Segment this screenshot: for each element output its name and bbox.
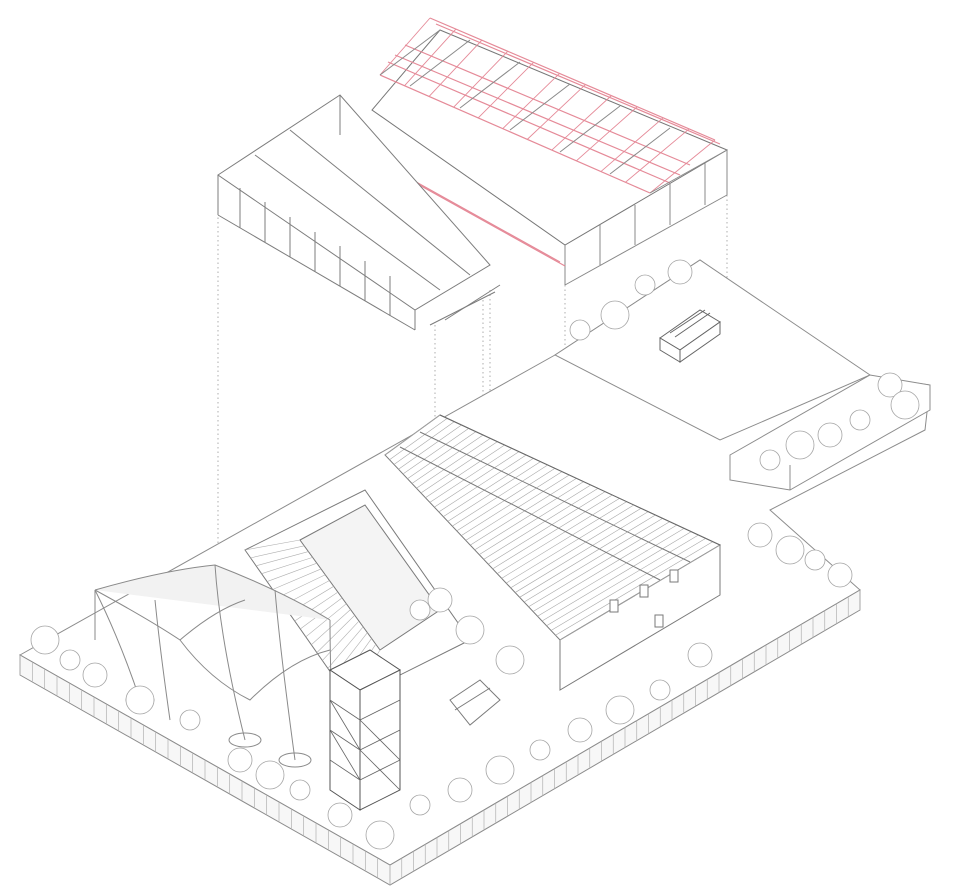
lookout-tower [329,649,401,811]
tree-icon [485,755,515,785]
tree-icon [529,739,551,761]
roof-frame-highlighted [354,17,729,286]
tree-icon [600,300,630,330]
wall-fence-posts [19,590,861,885]
tree-icon [427,587,453,613]
tree-icon [877,372,903,398]
sawtooth-roof-hall [384,414,722,691]
tree-icon [605,695,635,725]
tree-icon [447,777,473,803]
tree-icon [785,430,815,460]
tree-icon [409,599,431,621]
roof-ribs [384,414,721,641]
tree-icon [775,535,805,565]
tree-icon [495,645,525,675]
tree-icon [30,625,60,655]
tree-icon [804,549,826,571]
roof-joists [379,17,716,194]
parked-truck [659,309,721,363]
tree-icon [327,802,353,828]
tree-icon [687,642,713,668]
tree-icon [827,562,853,588]
tree-icon [125,685,155,715]
tree-icon [890,390,920,420]
tree-icon [179,709,201,731]
tree-icon [634,274,656,296]
roof-frame-lower [217,94,501,331]
tree-icon [227,747,253,773]
tree-icon [849,409,871,431]
tree-icon [567,717,593,743]
tree-icon [365,820,395,850]
tree-icon [409,794,431,816]
trees [30,259,920,850]
tree-icon [289,779,311,801]
tree-icon [59,649,81,671]
tree-icon [82,662,108,688]
tree-icon [747,522,773,548]
tree-icon [255,760,285,790]
tree-icon [817,422,843,448]
tree-icon [455,615,485,645]
tree-icon [649,679,671,701]
tree-icon [569,319,591,341]
tree-icon [759,449,781,471]
tree-icon [667,259,693,285]
